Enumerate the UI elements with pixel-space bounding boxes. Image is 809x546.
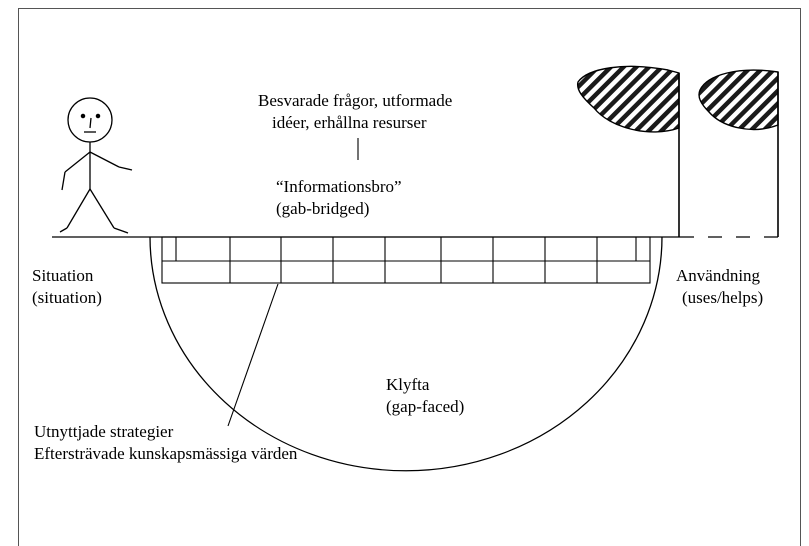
gap-label-line2: (gap-faced)	[386, 397, 465, 416]
top-note-line2: idéer, erhållna resurser	[272, 113, 427, 132]
situation-label-line1: Situation	[32, 266, 94, 285]
stick-figure-icon	[59, 97, 133, 234]
use-label-line1: Användning	[676, 266, 761, 285]
situation-label-line2: (situation)	[32, 288, 102, 307]
windsock-icon	[576, 65, 680, 237]
bridge-label-line2: (gab-bridged)	[276, 199, 370, 218]
diagram-frame	[18, 8, 801, 546]
gap-arc	[149, 236, 663, 472]
gap-label-line1: Klyfta	[386, 375, 430, 394]
information-bridge	[161, 236, 651, 284]
strategy-label-line2: Eftersträvade kunskapsmässiga värden	[34, 444, 298, 463]
top-note-line1: Besvarade frågor, utformade	[258, 91, 453, 110]
bridge-label-line1: “Informationsbro”	[276, 177, 402, 196]
strategy-connector	[227, 283, 279, 427]
use-label-line2: (uses/helps)	[682, 288, 764, 307]
strategy-label-line1: Utnyttjade strategier	[34, 422, 174, 441]
windsock-icon	[698, 69, 779, 237]
